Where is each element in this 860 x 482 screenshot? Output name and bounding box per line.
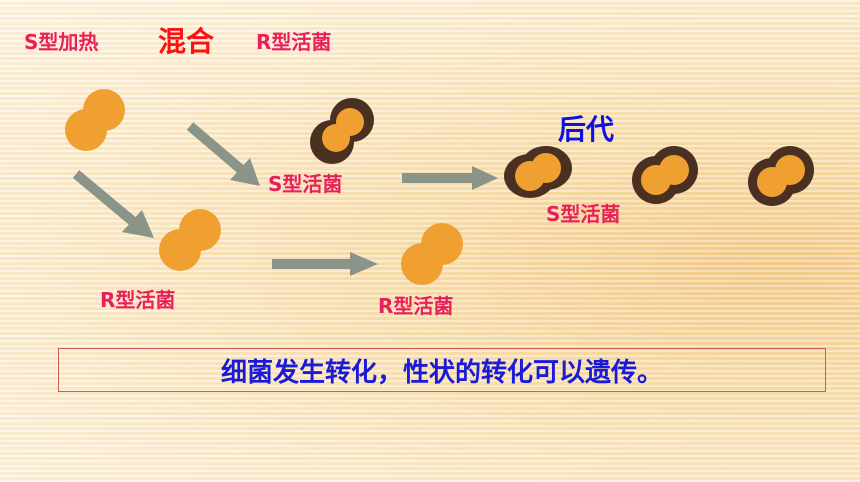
label-r-live-top: R型活菌	[256, 30, 332, 54]
bacterium-s-offspring-2	[632, 146, 698, 204]
arrow-to-r-live-right	[272, 252, 378, 276]
label-s-heated: S型加热	[24, 30, 99, 54]
bacterium-r-source	[65, 89, 125, 151]
arrow-to-offspring	[402, 166, 498, 190]
bacterium-s-middle	[310, 98, 374, 164]
bacterium-s-offspring-3	[748, 146, 814, 206]
bacterium-r-lower-left	[159, 209, 221, 271]
label-s-live-offspring: S型活菌	[546, 202, 621, 226]
bacterium-s-offspring-1	[504, 146, 572, 198]
label-mix: 混合	[158, 25, 215, 58]
bacterium-r-lower-right	[401, 223, 463, 285]
label-r-live-lower-right: R型活菌	[378, 294, 454, 318]
arrow-to-r-live-left	[72, 170, 154, 238]
label-offspring: 后代	[558, 113, 615, 146]
arrow-to-s-live	[186, 122, 260, 186]
label-s-live-middle: S型活菌	[268, 172, 343, 196]
label-r-live-lower-left: R型活菌	[100, 288, 176, 312]
conclusion-text: 细菌发生转化，性状的转化可以遗传。	[220, 357, 663, 388]
conclusion-banner: 细菌发生转化，性状的转化可以遗传。	[58, 348, 826, 392]
